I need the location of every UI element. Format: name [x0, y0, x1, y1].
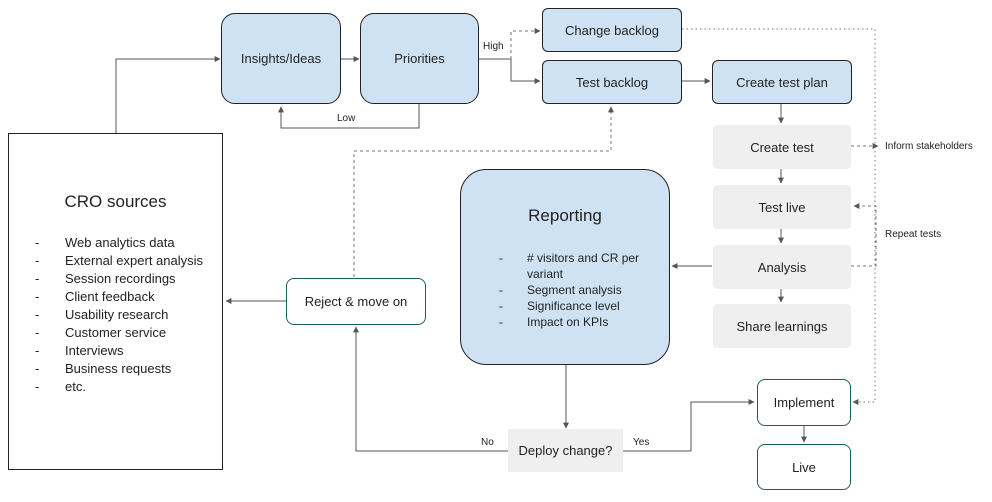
- node-test-live-label: Test live: [758, 199, 806, 215]
- edge-label-low: Low: [337, 113, 356, 124]
- cro-source-item: Business requests: [35, 360, 221, 378]
- node-live-label: Live: [792, 459, 816, 475]
- edge-deploy-no-to-reject: [353, 326, 508, 452]
- node-test-backlog: Test backlog: [542, 60, 682, 104]
- edge-sources-to-insights: [115, 56, 221, 133]
- edge-priorities-to-test-backlog: [479, 58, 541, 84]
- node-reject-move-on: Reject & move on: [286, 278, 426, 325]
- edge-label-repeat-tests: Repeat tests: [885, 229, 942, 240]
- node-deploy-change: Deploy change?: [508, 429, 623, 472]
- reporting-item: Segment analysis: [499, 282, 667, 298]
- node-implement-label: Implement: [773, 395, 835, 410]
- node-change-backlog: Change backlog: [542, 8, 682, 52]
- node-test-backlog-label: Test backlog: [575, 74, 649, 90]
- reporting-item: Impact on KPIs: [499, 314, 667, 330]
- cro-source-item: Session recordings: [35, 270, 221, 288]
- cro-source-item: Interviews: [35, 342, 221, 360]
- reporting-item: Significance level: [499, 298, 667, 314]
- node-implement: Implement: [757, 379, 851, 426]
- node-create-test-label: Create test: [750, 139, 814, 155]
- node-priorities: Priorities: [360, 13, 479, 104]
- edge-deploy-yes-to-implement: [623, 399, 755, 452]
- edge-label-yes: Yes: [633, 437, 650, 448]
- cro-source-item: External expert analysis: [35, 252, 221, 270]
- reporting-title: Reporting: [528, 206, 602, 225]
- edge-priorities-low-loop: [278, 104, 420, 129]
- node-change-backlog-label: Change backlog: [565, 22, 659, 38]
- cro-source-item: Web analytics data: [35, 234, 221, 252]
- node-cro-sources: CRO sources Web analytics data External …: [8, 133, 223, 470]
- reporting-list: # visitors and CR per variant Segment an…: [499, 250, 667, 330]
- node-create-test-plan-label: Create test plan: [736, 74, 828, 90]
- node-create-test-plan: Create test plan: [712, 60, 852, 104]
- node-reject-label: Reject & move on: [304, 294, 408, 309]
- reporting-item: # visitors and CR per variant: [499, 250, 667, 282]
- node-test-live: Test live: [713, 185, 851, 229]
- node-deploy-label: Deploy change?: [518, 443, 613, 458]
- node-share-learnings: Share learnings: [713, 304, 851, 348]
- edge-label-high: High: [483, 41, 504, 52]
- node-create-test: Create test: [713, 125, 851, 169]
- edge-analysis-repeat: [851, 203, 877, 267]
- cro-source-item: Customer service: [35, 324, 221, 342]
- node-insights-ideas-label: Insights/Ideas: [240, 51, 322, 66]
- edge-priorities-to-change-backlog: [510, 28, 541, 59]
- edge-label-inform-stakeholders: Inform stakeholders: [885, 141, 973, 152]
- cro-source-item: Client feedback: [35, 288, 221, 306]
- node-insights-ideas: Insights/Ideas: [221, 13, 341, 104]
- edge-change-backlog-to-implement: [682, 28, 876, 405]
- node-reporting: Reporting # visitors and CR per variant …: [460, 169, 670, 365]
- cro-sources-list: Web analytics data External expert analy…: [35, 234, 221, 396]
- cro-source-item: etc.: [35, 378, 221, 396]
- edge-reject-to-test-backlog: [353, 106, 614, 277]
- node-priorities-label: Priorities: [394, 51, 445, 66]
- cro-source-item: Usability research: [35, 306, 221, 324]
- cro-sources-title: CRO sources: [64, 192, 167, 211]
- node-live: Live: [757, 444, 851, 490]
- node-analysis-label: Analysis: [757, 259, 807, 275]
- node-analysis: Analysis: [713, 245, 851, 289]
- edge-label-no: No: [481, 437, 494, 448]
- node-share-learnings-label: Share learnings: [736, 318, 828, 334]
